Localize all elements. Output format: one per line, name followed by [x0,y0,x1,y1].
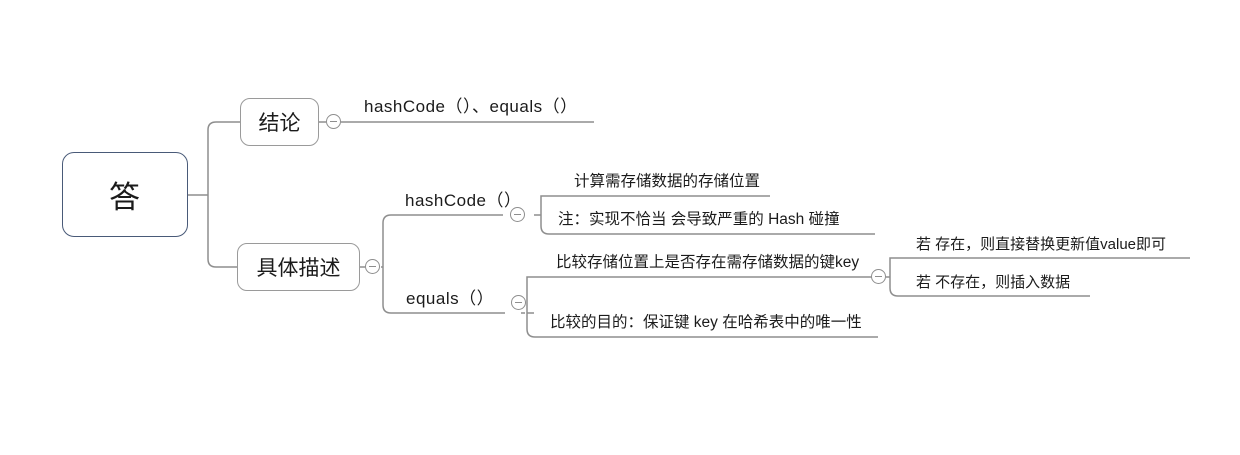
branch-node-detail-label: 具体描述 [256,257,341,280]
wire-root-to-detail [207,195,237,268]
leaf-label-hashcode-child-2[interactable]: 注：实现不恰当 会导致严重的 Hash 碰撞 [558,212,840,228]
branch-node-conclusion-label: 结论 [258,112,301,135]
leaf-label-hashcode-child-2-text: 注：实现不恰当 会导致严重的 Hash 碰撞 [558,211,840,228]
branch-node-conclusion[interactable]: 结论 [240,98,319,146]
wire-equals-bracket [526,276,536,338]
wire-detail-to-hashcode [382,214,503,267]
leaf-label-hashcode-child-1-text: 计算需存储数据的存储位置 [574,173,761,190]
wire-root-to-conclusion [207,121,240,195]
wire-exists-bracket [889,257,899,297]
leaf-label-exists-yes-text: 若 存在，则直接替换更新值value即可 [916,236,1167,253]
wire-detail-to-equals [382,267,505,314]
leaf-label-equals-child-1[interactable]: 比较存储位置上是否存在需存储数据的键key [556,255,859,271]
leaf-label-equals-child-1-text: 比较存储位置上是否存在需存储数据的键key [556,254,860,271]
collapse-toggle-conclusion[interactable] [326,114,341,129]
leaf-label-equals[interactable]: equals（） [406,290,494,307]
wire-hashcode-bracket [540,195,550,235]
leaf-label-exists-no[interactable]: 若 不存在，则插入数据 [916,275,1070,290]
root-node[interactable]: 答 [62,152,188,237]
leaf-label-exists-no-text: 若 不存在，则插入数据 [916,274,1071,291]
root-node-label: 答 [109,180,141,215]
leaf-label-hashcode-text: hashCode（） [405,191,522,210]
leaf-label-hashcode[interactable]: hashCode（） [405,192,522,209]
leaf-label-equals-child-2-text: 比较的目的：保证键 key 在哈希表中的唯一性 [550,314,862,331]
collapse-toggle-detail[interactable] [365,259,380,274]
branch-node-detail[interactable]: 具体描述 [237,243,360,291]
leaf-label-exists-yes[interactable]: 若 存在，则直接替换更新值value即可 [916,237,1166,252]
collapse-toggle-hashcode[interactable] [510,207,525,222]
leaf-label-equals-text: equals（） [406,289,495,308]
leaf-label-equals-child-2[interactable]: 比较的目的：保证键 key 在哈希表中的唯一性 [550,315,862,331]
collapse-toggle-equals[interactable] [511,295,526,310]
leaf-label-conclusion[interactable]: hashCode（）、equals（） [364,98,578,115]
leaf-label-hashcode-child-1[interactable]: 计算需存储数据的存储位置 [574,174,760,190]
leaf-label-conclusion-text: hashCode（）、equals（） [364,97,578,116]
collapse-toggle-exists[interactable] [871,269,886,284]
